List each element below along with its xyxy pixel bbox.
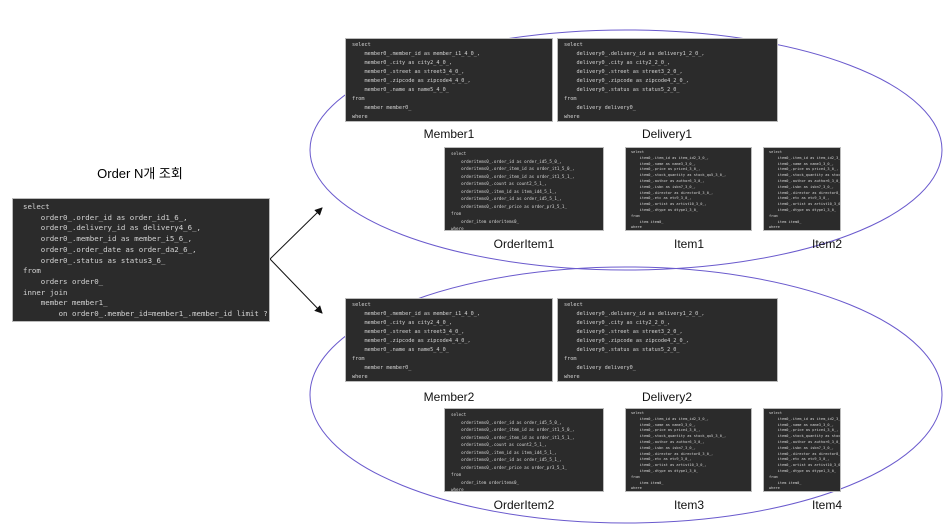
group-ellipse-1 [309, 29, 943, 271]
member2-query: select member0_.member_id as member_i1_4… [345, 298, 553, 382]
arrow-down [269, 258, 323, 314]
item2-code: select item0_.item_id as item_id2_3_0_, … [769, 150, 841, 230]
orderitem2-code: select orderitems0_.order_id as order_id… [451, 412, 575, 492]
label-orderitem2: OrderItem2 [493, 498, 555, 512]
item4-code: select item0_.item_id as item_id2_3_0_, … [769, 411, 841, 491]
member1-query: select member0_.member_id as member_i1_4… [345, 38, 553, 122]
delivery2-code: select delivery0_.delivery_id as deliver… [564, 302, 705, 380]
item2-query: select item0_.item_id as item_id2_3_0_, … [763, 147, 841, 231]
item3-query: select item0_.item_id as item_id2_3_0_, … [625, 408, 752, 492]
arrow-up [269, 207, 323, 260]
item1-code: select item0_.item_id as item_id2_3_0_, … [631, 150, 727, 230]
label-item1: Item1 [673, 237, 704, 251]
delivery1-code: select delivery0_.delivery_id as deliver… [564, 42, 705, 120]
orderitem1-code: select orderitems0_.order_id as order_id… [451, 151, 575, 231]
label-member1: Member1 [423, 127, 475, 141]
main-query-block: select order0_.order_id as order_id1_6_,… [12, 198, 270, 322]
group-ellipse-2 [309, 266, 943, 524]
label-item2: Item2 [811, 237, 842, 251]
label-orderitem1: OrderItem1 [493, 237, 555, 251]
item4-query: select item0_.item_id as item_id2_3_0_, … [763, 408, 841, 492]
label-item4: Item4 [811, 498, 842, 512]
main-query-code: select order0_.order_id as order_id1_6_,… [23, 202, 268, 319]
delivery1-query: select delivery0_.delivery_id as deliver… [557, 38, 778, 122]
orderitem1-query: select orderitems0_.order_id as order_id… [444, 147, 604, 231]
label-delivery1: Delivery1 [641, 127, 692, 141]
delivery2-query: select delivery0_.delivery_id as deliver… [557, 298, 778, 382]
label-member2: Member2 [423, 390, 475, 404]
item3-code: select item0_.item_id as item_id2_3_0_, … [631, 411, 727, 491]
label-delivery2: Delivery2 [641, 390, 692, 404]
page-title: Order N개 조회 [97, 166, 183, 181]
item1-query: select item0_.item_id as item_id2_3_0_, … [625, 147, 752, 231]
member2-code: select member0_.member_id as member_i1_4… [352, 302, 481, 380]
orderitem2-query: select orderitems0_.order_id as order_id… [444, 408, 604, 492]
label-item3: Item3 [673, 498, 704, 512]
member1-code: select member0_.member_id as member_i1_4… [352, 42, 481, 120]
